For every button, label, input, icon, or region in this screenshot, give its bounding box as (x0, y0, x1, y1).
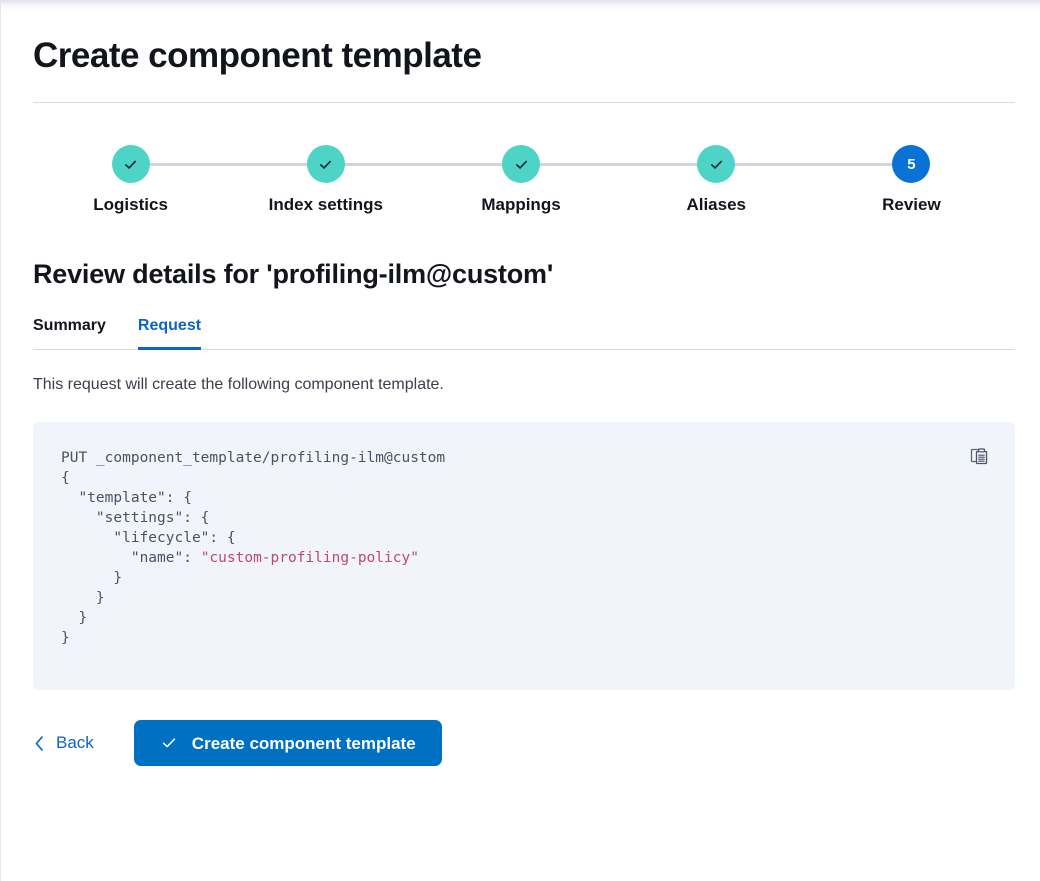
step-connector (130, 163, 326, 166)
code-line-6: } (61, 570, 123, 586)
chevron-left-icon (35, 735, 43, 751)
request-code-panel: PUT _component_template/profiling-ilm@cu… (33, 422, 1015, 690)
step-status-indicator (111, 145, 150, 183)
step-aliases[interactable]: Aliases (619, 145, 912, 215)
request-description: This request will create the following c… (33, 376, 444, 393)
code-line-2: "template": { (61, 490, 192, 506)
check-icon (125, 160, 137, 169)
step-connector (325, 163, 521, 166)
review-tabs: Summary Request (33, 317, 1015, 350)
step-label: Review (882, 195, 941, 214)
code-line-7: } (61, 590, 105, 606)
step-label: Logistics (93, 195, 168, 214)
step-index-settings[interactable]: Index settings (228, 145, 521, 215)
copy-to-clipboard-button[interactable] (965, 442, 993, 470)
check-icon (515, 160, 527, 169)
code-line-9: } (61, 630, 70, 646)
step-connector (716, 163, 912, 166)
create-component-template-button[interactable]: Create component template (133, 720, 442, 766)
code-line-1: { (61, 470, 70, 486)
back-button[interactable]: Back (33, 733, 94, 753)
step-label: Aliases (686, 195, 746, 214)
review-heading: Review details for 'profiling-ilm@custom… (33, 259, 554, 289)
step-status-indicator (306, 145, 345, 183)
step-connector (521, 163, 717, 166)
create-component-template-label: Create component template (191, 733, 416, 753)
back-button-label: Back (56, 733, 94, 752)
code-line-0: PUT _component_template/profiling-ilm@cu… (61, 450, 446, 466)
page-content: Create component template Logistics (1, 0, 1040, 766)
step-mappings[interactable]: Mappings (423, 145, 717, 215)
step-label: Index settings (268, 195, 383, 214)
request-code-block: PUT _component_template/profiling-ilm@cu… (61, 448, 987, 648)
step-logistics[interactable]: Logistics (33, 145, 326, 215)
step-number: 5 (907, 155, 916, 173)
step-status-indicator: 5 (892, 145, 931, 183)
check-icon (710, 160, 722, 169)
code-line-4: "lifecycle": { (61, 530, 236, 546)
step-status-indicator (502, 145, 540, 183)
wizard-actions: Back Create component template (33, 720, 1040, 766)
code-line-3: "settings": { (61, 510, 210, 526)
code-line-5-key: "name": (61, 550, 201, 566)
code-line-8: } (61, 610, 88, 626)
title-divider (33, 102, 1015, 103)
page-title: Create component template (33, 36, 482, 75)
copy-clipboard-icon (970, 448, 988, 465)
wizard-stepper: Logistics Index settings Mappi (1, 145, 1040, 215)
tab-request[interactable]: Request (137, 317, 202, 350)
step-status-indicator (697, 145, 736, 183)
check-icon (162, 738, 175, 748)
step-label: Mappings (481, 195, 561, 214)
check-icon (320, 160, 332, 169)
tab-summary[interactable]: Summary (33, 317, 106, 350)
code-line-5-value: "custom-profiling-policy" (200, 550, 419, 566)
step-review[interactable]: 5 Review (814, 145, 1009, 215)
